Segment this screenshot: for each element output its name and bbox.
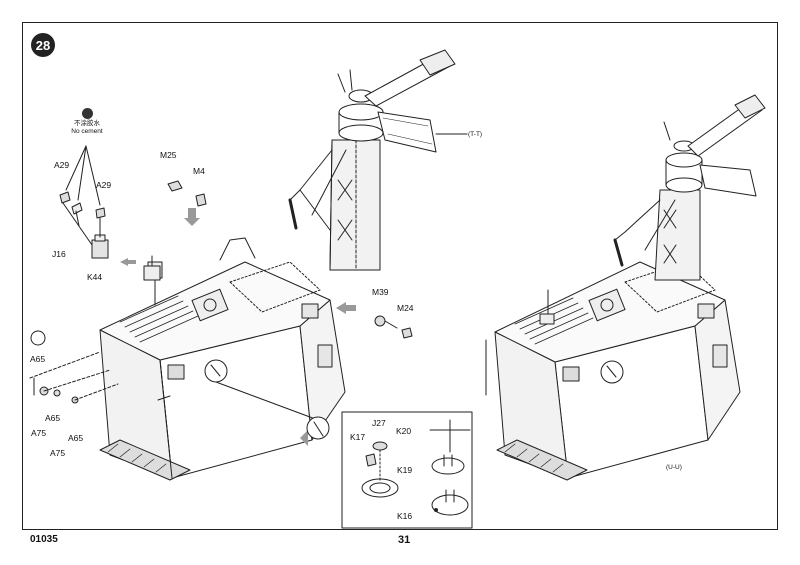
label-a29-right: A29 [96,180,112,190]
label-j27: J27 [372,418,386,428]
page-number: 31 [398,534,411,546]
label-m24: M24 [397,303,414,313]
label-m39: M39 [372,287,389,297]
label-k17: K17 [350,432,366,442]
label-k16: K16 [397,511,413,521]
no-cement-chinese: 不涂胶水 [74,120,100,127]
view-label-tt: (T-T) [468,131,483,138]
crane-arm-right [613,94,766,281]
no-cement-note: 不涂胶水 No cement [62,108,112,136]
detail-inset [341,411,473,529]
no-cement-icon [81,108,93,119]
label-a75-bottom: A75 [50,448,66,458]
label-m4: M4 [193,166,205,176]
label-k44: K44 [87,272,103,282]
direction-arrows [120,208,356,446]
catalog-number: 01035 [30,534,58,545]
label-a65-bottom: A65 [68,433,84,443]
main-hull-right [485,261,741,481]
label-m25: M25 [160,150,177,160]
small-parts-left [29,145,413,404]
crane-arm-left [288,49,468,271]
label-a75-left: A75 [31,428,47,438]
step-number-badge: 28 [31,33,55,57]
label-k20: K20 [396,426,412,436]
main-hull-left [99,237,346,481]
page-frame [22,22,778,530]
detail-callout-lines [215,381,330,440]
label-a65-top: A65 [30,354,46,364]
label-a29-left: A29 [54,160,70,170]
label-j16: J16 [52,249,66,259]
view-label-uu: (U-U) [666,464,682,471]
label-k19: K19 [397,465,413,475]
label-a65-mid: A65 [45,413,61,423]
no-cement-english: No cement [71,127,103,135]
